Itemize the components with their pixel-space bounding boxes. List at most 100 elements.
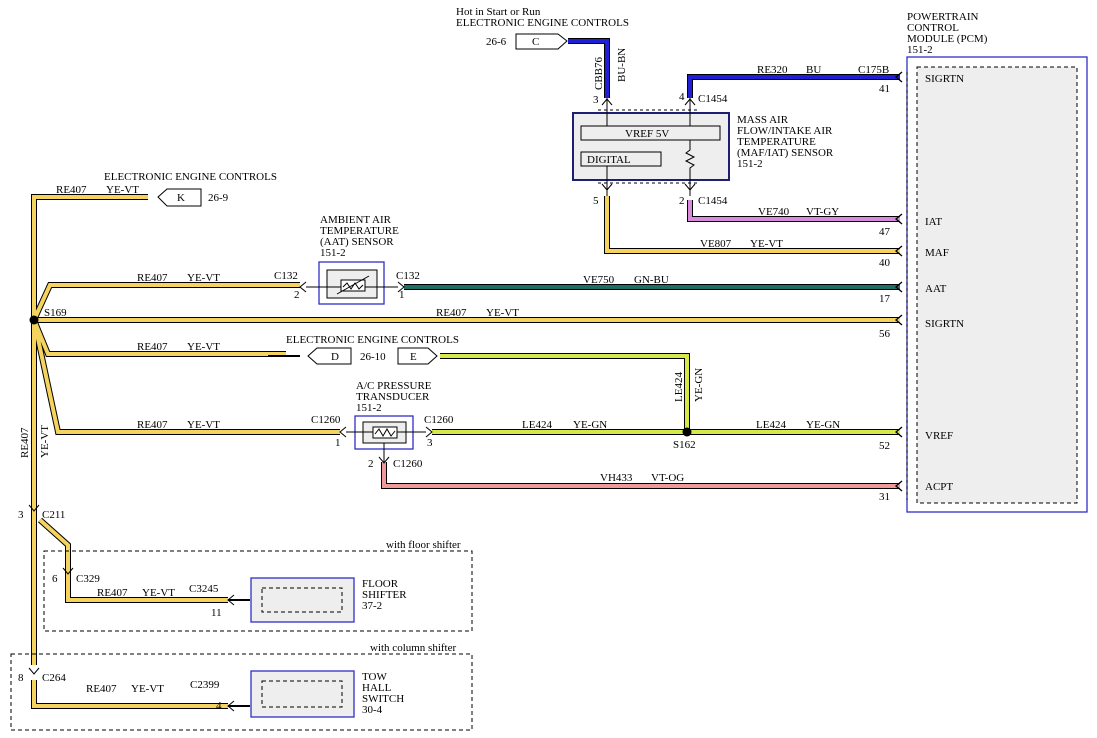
- aat-pin-left-arrow: [299, 281, 307, 293]
- aat-title-line1: AMBIENT AIR: [320, 214, 392, 226]
- aat-thermistor-arrow: [336, 275, 370, 295]
- wire-re320-circuit: RE320: [757, 64, 788, 76]
- wire-vh433-outline: [381, 462, 900, 489]
- acp-page-ref: 151-2: [356, 402, 382, 414]
- pcm-pin-number: 17: [879, 293, 891, 305]
- maf-pin4-arrow: [684, 98, 696, 106]
- wire-re407-color: YE-VT: [486, 307, 519, 319]
- acp-pin-bottom: 2: [368, 458, 374, 470]
- wire-cbb76-color: BU-BN: [616, 48, 628, 82]
- wire-re407-column-circuit: RE407: [86, 683, 117, 695]
- acp-title-line2: TRANSDUCER: [356, 391, 430, 403]
- wire-le424-branch-circuit: LE424: [673, 372, 685, 402]
- connector-arrow: [894, 245, 903, 257]
- floor-shifter-line2: SHIFTER: [362, 589, 407, 601]
- acp-connector-right: C1260: [424, 414, 454, 426]
- tow-hall-line2: HALL: [362, 682, 392, 694]
- splice-s162-label: S162: [673, 439, 696, 451]
- splice-s162-dot: [682, 427, 692, 437]
- maf-pin5-arrow: [601, 183, 613, 191]
- maf-pin4-number: 4: [679, 91, 685, 103]
- aat-connector-right: C132: [396, 270, 420, 282]
- floor-shifter-ref: 37-2: [362, 600, 382, 612]
- maf-pin3-number: 3: [593, 94, 599, 106]
- connector-arrow: [894, 426, 903, 438]
- wire-ve740: [688, 200, 900, 221]
- maf-connector-top-label: C1454: [698, 93, 728, 105]
- aat-sensor: AMBIENT AIR TEMPERATURE (AAT) SENSOR 151…: [274, 214, 420, 305]
- wire-re407: [32, 195, 900, 665]
- wire-le424-circuit: LE424: [522, 419, 552, 431]
- tag-k-label: K: [177, 192, 185, 204]
- aat-title-line2: TEMPERATURE: [320, 225, 399, 237]
- splice-s169-label: S169: [44, 307, 67, 319]
- pcm-pin-number: 47: [879, 226, 891, 238]
- wire-ve807-color: YE-VT: [750, 238, 783, 250]
- c3245-arrow: [227, 594, 235, 606]
- c3245-label: C3245: [189, 583, 219, 595]
- maf-title-line3: TEMPERATURE: [737, 136, 816, 148]
- wire-re407-color: YE-VT: [187, 272, 220, 284]
- tag-k-ref: 26-9: [208, 192, 229, 204]
- eec-top-label: ELECTRONIC ENGINE CONTROLS: [104, 171, 277, 183]
- wire-le424-color-2: YE-GN: [806, 419, 840, 431]
- floor-shifter-note: with floor shifter: [386, 539, 461, 551]
- maf-vref-block: [580, 125, 721, 141]
- tow-hall-switch-module: [250, 670, 355, 718]
- pcm-pin-name: VREF: [925, 430, 953, 442]
- wire-vh433-color: VT-OG: [651, 472, 684, 484]
- wire-re407-floor-circuit: RE407: [97, 587, 128, 599]
- wire-vh433: [382, 462, 900, 488]
- wire-le424-color: YE-GN: [573, 419, 607, 431]
- wire-re407-color: YE-VT: [106, 184, 139, 196]
- c2399-label: C2399: [190, 679, 220, 691]
- pcm-pin-number: 41: [879, 83, 890, 95]
- wire-re407-circuit: RE407: [137, 341, 168, 353]
- tag-d-shape: [307, 347, 352, 365]
- aat-page-ref: 151-2: [320, 247, 346, 259]
- column-shifter-option-box: [10, 653, 473, 731]
- splice-s169-dot: [29, 315, 39, 325]
- eec-ref-k: ELECTRONIC ENGINE CONTROLS K 26-9: [104, 171, 277, 207]
- eec-mid-label: ELECTRONIC ENGINE CONTROLS: [286, 334, 459, 346]
- tow-hall-line3: SWITCH: [362, 693, 404, 705]
- c2399-arrow: [227, 700, 235, 712]
- maf-digital-label: DIGITAL: [587, 154, 631, 166]
- connector-arrow: [894, 213, 903, 225]
- aat-connector-left: C132: [274, 270, 298, 282]
- wire-re407-color: YE-VT: [187, 419, 220, 431]
- c329-label: C329: [76, 573, 100, 585]
- pcm-pin-name: SIGRTN: [925, 73, 964, 85]
- maf-thermistor-icon: [684, 140, 696, 196]
- floor-shifter-module: [250, 577, 355, 623]
- maf-title-line1: MASS AIR: [737, 114, 789, 126]
- wire-re407-trunk-color: YE-VT: [39, 425, 51, 458]
- pcm-pin-number: 40: [879, 257, 891, 269]
- wire-re320: [688, 75, 900, 98]
- c329-arrow: [62, 567, 74, 575]
- pcm-title-line3: MODULE (PCM): [907, 33, 988, 45]
- wire-ve807-circuit: VE807: [700, 238, 732, 250]
- maf-pin2-arrow: [684, 183, 696, 191]
- pcm-title-line1: POWERTRAIN: [907, 11, 979, 23]
- pcm-pin-number: 56: [879, 328, 891, 340]
- floor-shifter-line1: FLOOR: [362, 578, 399, 590]
- floor-shifter-option-box: [43, 550, 473, 632]
- c211-arrow: [28, 504, 40, 512]
- tag-e-shape: [397, 347, 438, 365]
- pcm-pin-name: AAT: [925, 283, 947, 295]
- maf-pin5-number: 5: [593, 195, 599, 207]
- column-shifter-note: with column shifter: [370, 642, 456, 654]
- acp-pin-right-arrow: [425, 426, 433, 438]
- tag-d-ref: 26-10: [360, 351, 386, 363]
- pcm-pin-number: 52: [879, 440, 890, 452]
- c211-label: C211: [42, 509, 65, 521]
- wire-cbb76-circuit: CBB76: [593, 56, 605, 90]
- maf-pin3-arrow: [601, 98, 613, 106]
- wire-ve740-circuit: VE740: [758, 206, 790, 218]
- c2399-pin: 4: [216, 700, 222, 712]
- c264-arrow: [28, 667, 40, 675]
- floor-shifter-inner: [261, 587, 343, 613]
- pcm-pin-number: 31: [879, 491, 890, 503]
